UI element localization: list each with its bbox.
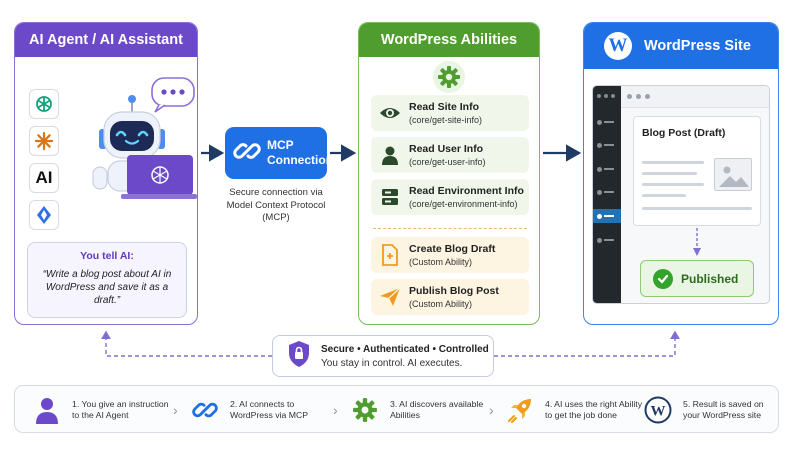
instruction-quote: “Write a blog post about AI in WordPress…: [42, 269, 172, 306]
abilities-divider: [373, 228, 527, 229]
wordpress-abilities-panel: WordPress Abilities Read Site Info (core/…: [358, 22, 540, 325]
user-icon: [29, 392, 65, 428]
ability-read-site-info: Read Site Info (core/get-site-info): [371, 95, 529, 131]
ability-title: Publish Blog Post: [409, 285, 499, 297]
step-3: 3. AI discovers available Abilities: [347, 392, 485, 428]
security-title: Secure • Authenticated • Controlled: [321, 343, 489, 355]
svg-text:W: W: [651, 404, 666, 420]
ability-slug: (core/get-site-info): [409, 115, 483, 125]
step-text: 4. AI uses the right Ability to get the …: [545, 398, 643, 421]
shield-lock-icon: [287, 340, 311, 373]
ability-title: Read Environment Info: [409, 185, 524, 197]
robot-illustration: [65, 75, 197, 200]
chevron-right-icon: ›: [489, 402, 494, 418]
step-text: 3. AI discovers available Abilities: [390, 398, 484, 421]
ability-publish-blog-post: Publish Blog Post (Custom Ability): [371, 279, 529, 315]
mcp-connection-box: MCP Connection: [225, 127, 333, 179]
wordpress-site-panel: W WordPress Site Blog Post (Draft): [583, 22, 779, 325]
wp-admin-sidebar: [593, 86, 621, 303]
chevron-right-icon: ›: [333, 402, 338, 418]
link-icon: [187, 392, 223, 428]
mcp-description: Secure connection via Model Context Prot…: [226, 187, 326, 223]
security-subtitle: You stay in control. AI executes.: [321, 357, 463, 369]
ability-read-user-info: Read User Info (core/get-user-info): [371, 137, 529, 173]
arrow-draft-to-published: [693, 228, 701, 256]
ai-agent-title: AI Agent / AI Assistant: [15, 23, 197, 57]
ai-text-icon: AI: [29, 163, 59, 193]
eye-icon: [379, 102, 401, 124]
step-1: 1. You give an instruction to the AI Age…: [29, 392, 172, 428]
link-icon: [233, 137, 261, 170]
server-icon: [379, 186, 401, 208]
ability-title: Read Site Info: [409, 101, 480, 113]
dashed-return-right: [494, 330, 680, 357]
laptop-icon: [121, 155, 197, 199]
site-title: WordPress Site: [644, 38, 751, 54]
rocket-icon: [502, 392, 538, 428]
ability-read-environment-info: Read Environment Info (core/get-environme…: [371, 179, 529, 215]
site-header: W WordPress Site: [584, 23, 778, 69]
claude-icon: [29, 126, 59, 156]
ability-slug: (core/get-user-info): [409, 157, 486, 167]
speech-bubble-icon: [151, 77, 195, 113]
ability-slug: (core/get-environment-info): [409, 199, 518, 209]
published-status: Published: [640, 260, 754, 297]
abilities-title: WordPress Abilities: [359, 23, 539, 57]
gear-icon: [347, 392, 383, 428]
chevron-right-icon: ›: [173, 402, 178, 418]
step-4: 4. AI uses the right Ability to get the …: [502, 392, 645, 428]
ai-provider-icons: AI: [29, 89, 59, 230]
post-title: Blog Post (Draft): [642, 127, 726, 139]
ability-slug: (Custom Ability): [409, 299, 473, 309]
step-2: 2. AI connects to WordPress via MCP: [187, 392, 330, 428]
step-5: W 5. Result is saved on your WordPress s…: [640, 392, 775, 428]
browser-bar: [593, 86, 769, 108]
ability-title: Create Blog Draft: [409, 243, 496, 255]
paper-plane-icon: [379, 286, 401, 308]
ability-create-blog-draft: Create Blog Draft (Custom Ability): [371, 237, 529, 273]
ai-agent-panel: AI Agent / AI Assistant AI: [14, 22, 198, 325]
security-note: Secure • Authenticated • Controlled You …: [272, 335, 494, 377]
document-plus-icon: [379, 244, 401, 266]
published-label: Published: [681, 271, 739, 286]
blog-post-card: Blog Post (Draft): [633, 116, 761, 226]
chatgpt-icon: [29, 89, 59, 119]
gear-icon: [433, 61, 465, 93]
check-icon: [653, 268, 673, 289]
ability-slug: (Custom Ability): [409, 257, 473, 267]
instruction-title: You tell AI:: [80, 250, 134, 262]
ability-title: Read User Info: [409, 143, 484, 155]
wordpress-icon: W: [604, 32, 632, 60]
dashed-return-left: [101, 330, 272, 357]
gemini-icon: [29, 200, 59, 230]
step-text: 2. AI connects to WordPress via MCP: [230, 398, 309, 421]
steps-bar: 1. You give an instruction to the AI Age…: [14, 385, 779, 433]
browser-window: Blog Post (Draft) Published: [592, 85, 770, 304]
image-placeholder-icon: [714, 158, 752, 191]
wordpress-icon: W: [640, 392, 676, 428]
instruction-box: You tell AI: “Write a blog post about AI…: [27, 242, 187, 318]
mcp-label: MCP Connection: [267, 138, 333, 167]
user-icon: [379, 144, 401, 166]
step-text: 1. You give an instruction to the AI Age…: [72, 398, 169, 421]
step-text: 5. Result is saved on your WordPress sit…: [683, 398, 764, 421]
